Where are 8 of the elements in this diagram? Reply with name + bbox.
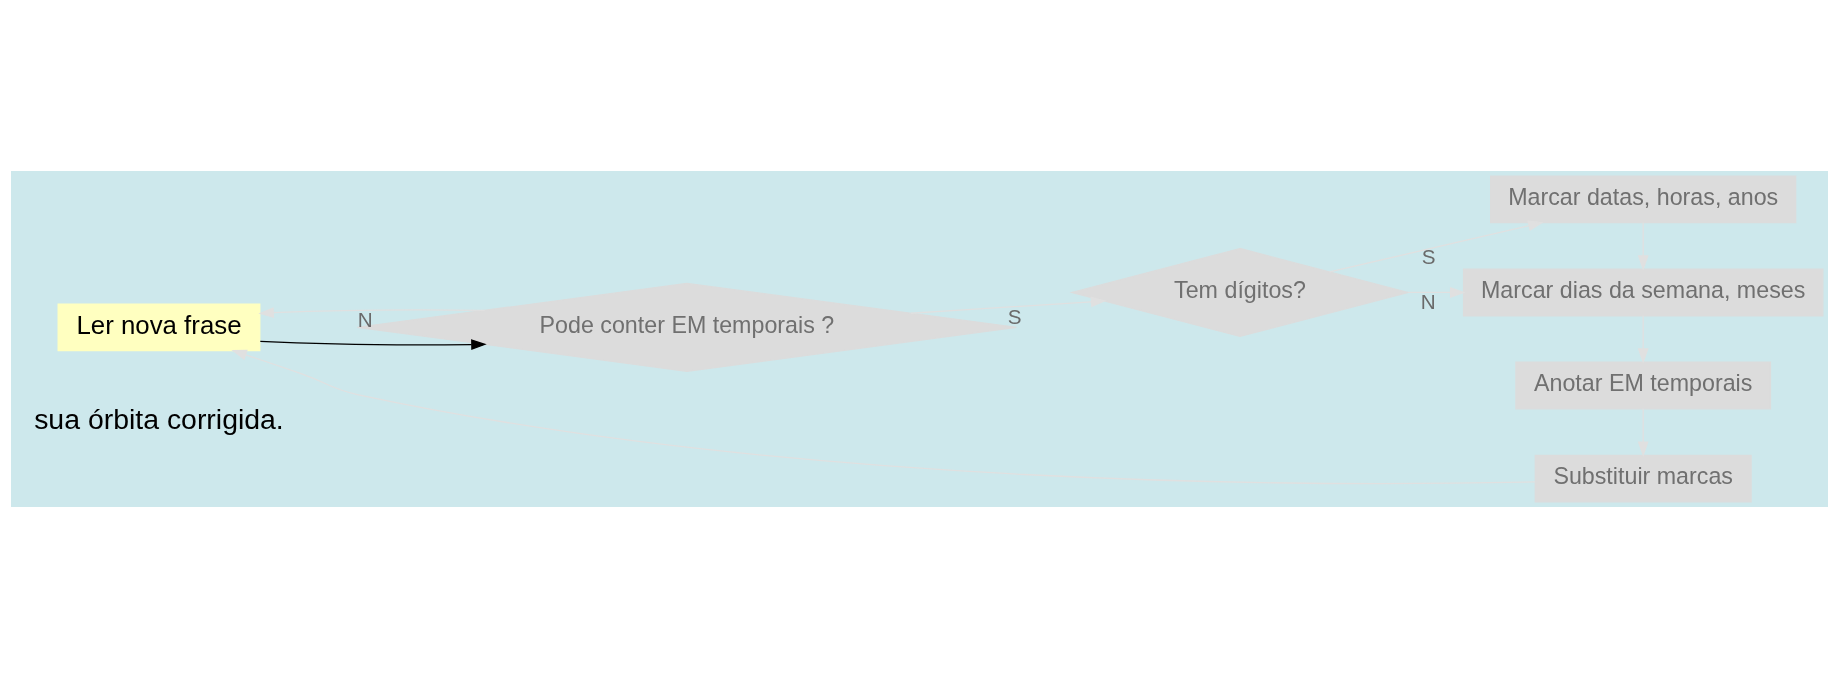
arrow xyxy=(257,306,485,318)
label: sua órbita corrigida. xyxy=(33,402,284,435)
arrow xyxy=(259,338,487,350)
edge-label: N xyxy=(1420,289,1436,313)
edge-label: S xyxy=(1421,244,1436,268)
node-box: Ler nova frase xyxy=(57,302,260,351)
arrow xyxy=(230,349,1536,484)
edge-label: N xyxy=(357,307,373,331)
